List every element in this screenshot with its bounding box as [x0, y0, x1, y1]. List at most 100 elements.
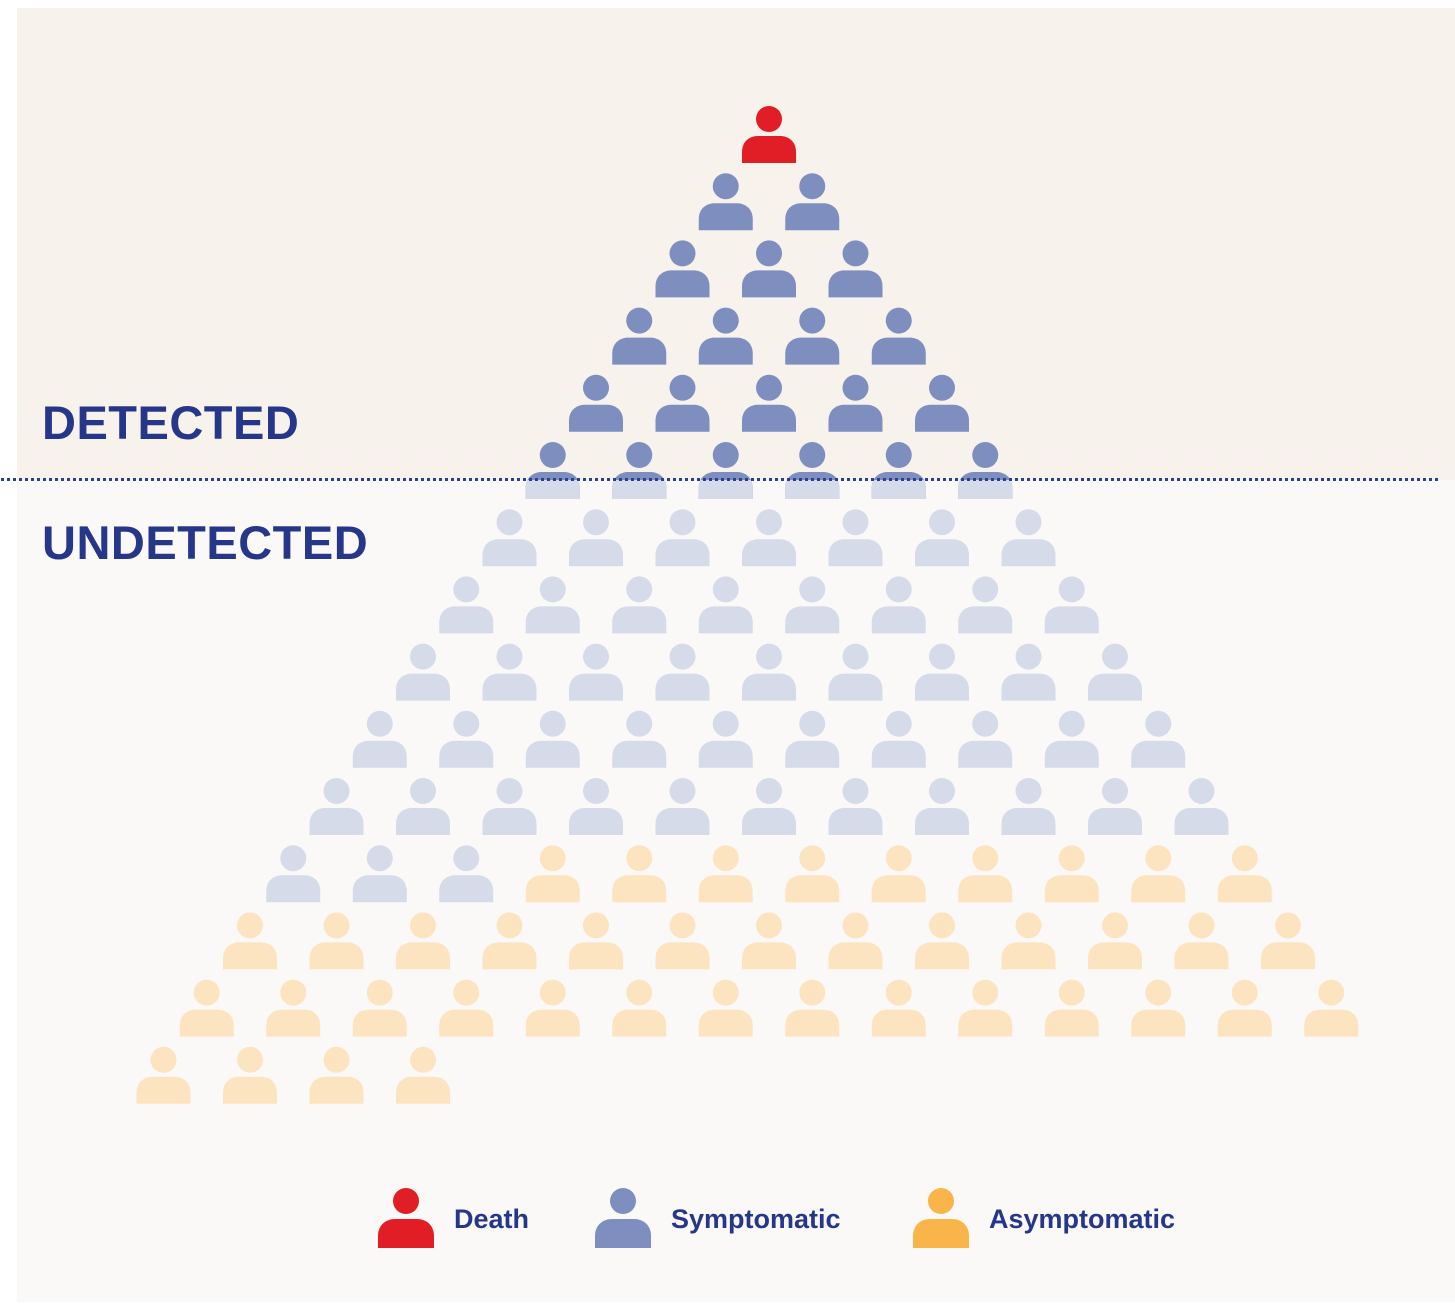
symptomatic-person-icon	[698, 710, 753, 768]
symptomatic-person-icon	[655, 240, 710, 298]
symptomatic-person-icon	[595, 1188, 651, 1248]
symptomatic-person-icon	[742, 778, 796, 835]
people-pyramid	[136, 106, 1359, 1104]
symptomatic-person-icon	[1001, 778, 1056, 835]
symptomatic-person-icon	[742, 240, 796, 298]
asymptomatic-person-icon	[913, 1188, 969, 1248]
symptomatic-person-icon	[525, 442, 580, 499]
symptomatic-person-icon	[915, 374, 969, 432]
symptomatic-person-icon	[482, 643, 537, 701]
symptomatic-person-icon	[525, 710, 580, 768]
legend-label-asymptomatic: Asymptomatic	[989, 1203, 1176, 1234]
detection-divider	[0, 478, 1438, 481]
asymptomatic-person-icon	[396, 1046, 450, 1104]
symptomatic-person-icon	[569, 643, 623, 701]
symptomatic-person-icon	[871, 576, 926, 634]
asymptomatic-person-icon	[525, 845, 580, 903]
symptomatic-person-icon	[1088, 778, 1142, 835]
asymptomatic-person-icon	[439, 979, 494, 1037]
iceberg-figure: DETECTED UNDETECTED Death Symptomatic As…	[17, 8, 1455, 1302]
symptomatic-person-icon	[352, 710, 407, 768]
asymptomatic-person-icon	[1044, 979, 1099, 1037]
symptomatic-person-icon	[396, 643, 450, 701]
asymptomatic-person-icon	[1174, 912, 1229, 970]
symptomatic-person-icon	[569, 509, 623, 567]
legend-label-death: Death	[454, 1203, 530, 1234]
asymptomatic-person-icon	[1131, 845, 1186, 903]
detected-region	[17, 8, 1455, 480]
symptomatic-person-icon	[785, 576, 840, 634]
asymptomatic-person-icon	[352, 979, 407, 1037]
symptomatic-person-icon	[612, 576, 667, 634]
symptomatic-person-icon	[958, 710, 1013, 768]
symptomatic-person-icon	[569, 374, 623, 432]
asymptomatic-person-icon	[612, 979, 667, 1037]
symptomatic-person-icon	[871, 710, 926, 768]
symptomatic-person-icon	[612, 307, 667, 365]
symptomatic-person-icon	[439, 576, 494, 634]
asymptomatic-person-icon	[958, 979, 1013, 1037]
symptomatic-person-icon	[1044, 710, 1099, 768]
symptomatic-person-icon	[698, 307, 753, 365]
symptomatic-person-icon	[828, 240, 883, 298]
symptomatic-person-icon	[1131, 710, 1186, 768]
symptomatic-person-icon	[612, 710, 667, 768]
symptomatic-person-icon	[1088, 643, 1142, 701]
asymptomatic-person-icon	[655, 912, 710, 970]
symptomatic-person-icon	[785, 173, 840, 231]
undetected-label: UNDETECTED	[42, 516, 369, 569]
symptomatic-person-icon	[655, 374, 710, 432]
symptomatic-person-icon	[1001, 643, 1056, 701]
asymptomatic-person-icon	[698, 845, 753, 903]
asymptomatic-person-icon	[223, 1046, 277, 1104]
asymptomatic-person-icon	[785, 845, 840, 903]
symptomatic-person-icon	[525, 576, 580, 634]
asymptomatic-person-icon	[612, 845, 667, 903]
death-person-icon	[742, 106, 796, 163]
legend: Death Symptomatic Asymptomatic	[17, 1188, 1455, 1268]
asymptomatic-person-icon	[871, 845, 926, 903]
asymptomatic-person-icon	[136, 1046, 191, 1104]
symptomatic-person-icon	[828, 374, 883, 432]
death-person-icon	[378, 1188, 434, 1248]
symptomatic-person-icon	[785, 307, 840, 365]
symptomatic-person-icon	[612, 442, 667, 499]
symptomatic-person-icon	[655, 509, 710, 567]
symptomatic-person-icon	[958, 442, 1013, 499]
asymptomatic-person-icon	[1304, 979, 1359, 1037]
symptomatic-person-icon	[698, 442, 753, 499]
symptomatic-person-icon	[871, 442, 926, 499]
asymptomatic-person-icon	[396, 912, 450, 970]
asymptomatic-person-icon	[309, 912, 364, 970]
asymptomatic-person-icon	[266, 979, 321, 1037]
symptomatic-person-icon	[871, 307, 926, 365]
asymptomatic-person-icon	[1261, 912, 1315, 970]
asymptomatic-person-icon	[569, 912, 623, 970]
asymptomatic-person-icon	[958, 845, 1013, 903]
asymptomatic-person-icon	[179, 979, 234, 1037]
asymptomatic-person-icon	[742, 912, 796, 970]
symptomatic-person-icon	[1001, 509, 1056, 567]
asymptomatic-person-icon	[871, 979, 926, 1037]
symptomatic-person-icon	[785, 710, 840, 768]
symptomatic-person-icon	[915, 778, 969, 835]
asymptomatic-person-icon	[1217, 979, 1272, 1037]
asymptomatic-person-icon	[785, 979, 840, 1037]
asymptomatic-person-icon	[1001, 912, 1056, 970]
asymptomatic-person-icon	[1131, 979, 1186, 1037]
asymptomatic-person-icon	[915, 912, 969, 970]
symptomatic-person-icon	[482, 778, 537, 835]
symptomatic-person-icon	[742, 374, 796, 432]
legend-item-death: Death	[378, 1188, 529, 1250]
symptomatic-person-icon	[309, 778, 364, 835]
asymptomatic-person-icon	[525, 979, 580, 1037]
symptomatic-person-icon	[439, 845, 494, 903]
asymptomatic-person-icon	[309, 1046, 364, 1104]
asymptomatic-person-icon	[828, 912, 883, 970]
symptomatic-person-icon	[785, 442, 840, 499]
symptomatic-person-icon	[958, 576, 1013, 634]
symptomatic-person-icon	[828, 778, 883, 835]
symptomatic-person-icon	[915, 509, 969, 567]
asymptomatic-person-icon	[1088, 912, 1142, 970]
symptomatic-person-icon	[569, 778, 623, 835]
